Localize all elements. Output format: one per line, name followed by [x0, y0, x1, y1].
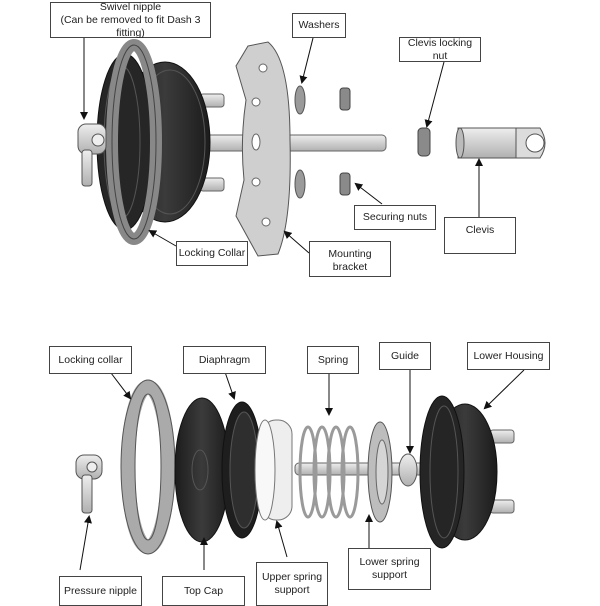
label-diaphragm: Diaphragm	[183, 346, 266, 374]
label-lower-spring-support: Lower spring support	[348, 548, 431, 590]
label-washers: Washers	[292, 13, 346, 38]
securing-nut	[339, 172, 351, 196]
label-securing-nuts: Securing nuts	[354, 205, 436, 230]
guide	[398, 453, 418, 487]
top-cap	[174, 397, 230, 543]
locking-collar	[121, 380, 175, 554]
swivel-nipple-note: (Can be removed to fit Dash 3 fitting)	[60, 13, 201, 39]
label-top-cap: Top Cap	[162, 576, 245, 606]
label-guide: Guide	[379, 342, 431, 370]
mounting-bracket	[235, 41, 291, 257]
top-assembly	[77, 39, 546, 257]
label-locking-collar: Locking collar	[49, 346, 132, 374]
clevis	[457, 127, 519, 159]
swivel-nipple-text: Swivel nipple	[99, 0, 162, 13]
label-clevis-locking-nut: Clevis locking nut	[399, 37, 481, 62]
label-swivel-nipple: Swivel nipple (Can be removed to fit Das…	[50, 0, 211, 39]
label-clevis: Clevis	[444, 217, 516, 254]
washer	[294, 169, 306, 199]
spring	[298, 425, 360, 519]
label-spring: Spring	[307, 346, 359, 374]
label-lower-housing: Lower Housing	[467, 342, 550, 370]
label-pressure-nipple: Pressure nipple	[59, 576, 142, 606]
top-leaders	[80, 37, 483, 254]
washer	[294, 85, 306, 115]
bottom-assembly	[75, 379, 515, 555]
bottom-leaders	[79, 369, 525, 571]
label-mounting-bracket: Mounting bracket	[309, 241, 391, 277]
clevis-locking-nut	[417, 127, 431, 157]
securing-nut	[339, 87, 351, 111]
lower-housing	[419, 395, 465, 549]
label-locking-collar-top: Locking Collar	[176, 241, 248, 266]
shaft	[199, 134, 387, 152]
label-upper-spring-support: Upper spring support	[256, 562, 328, 606]
